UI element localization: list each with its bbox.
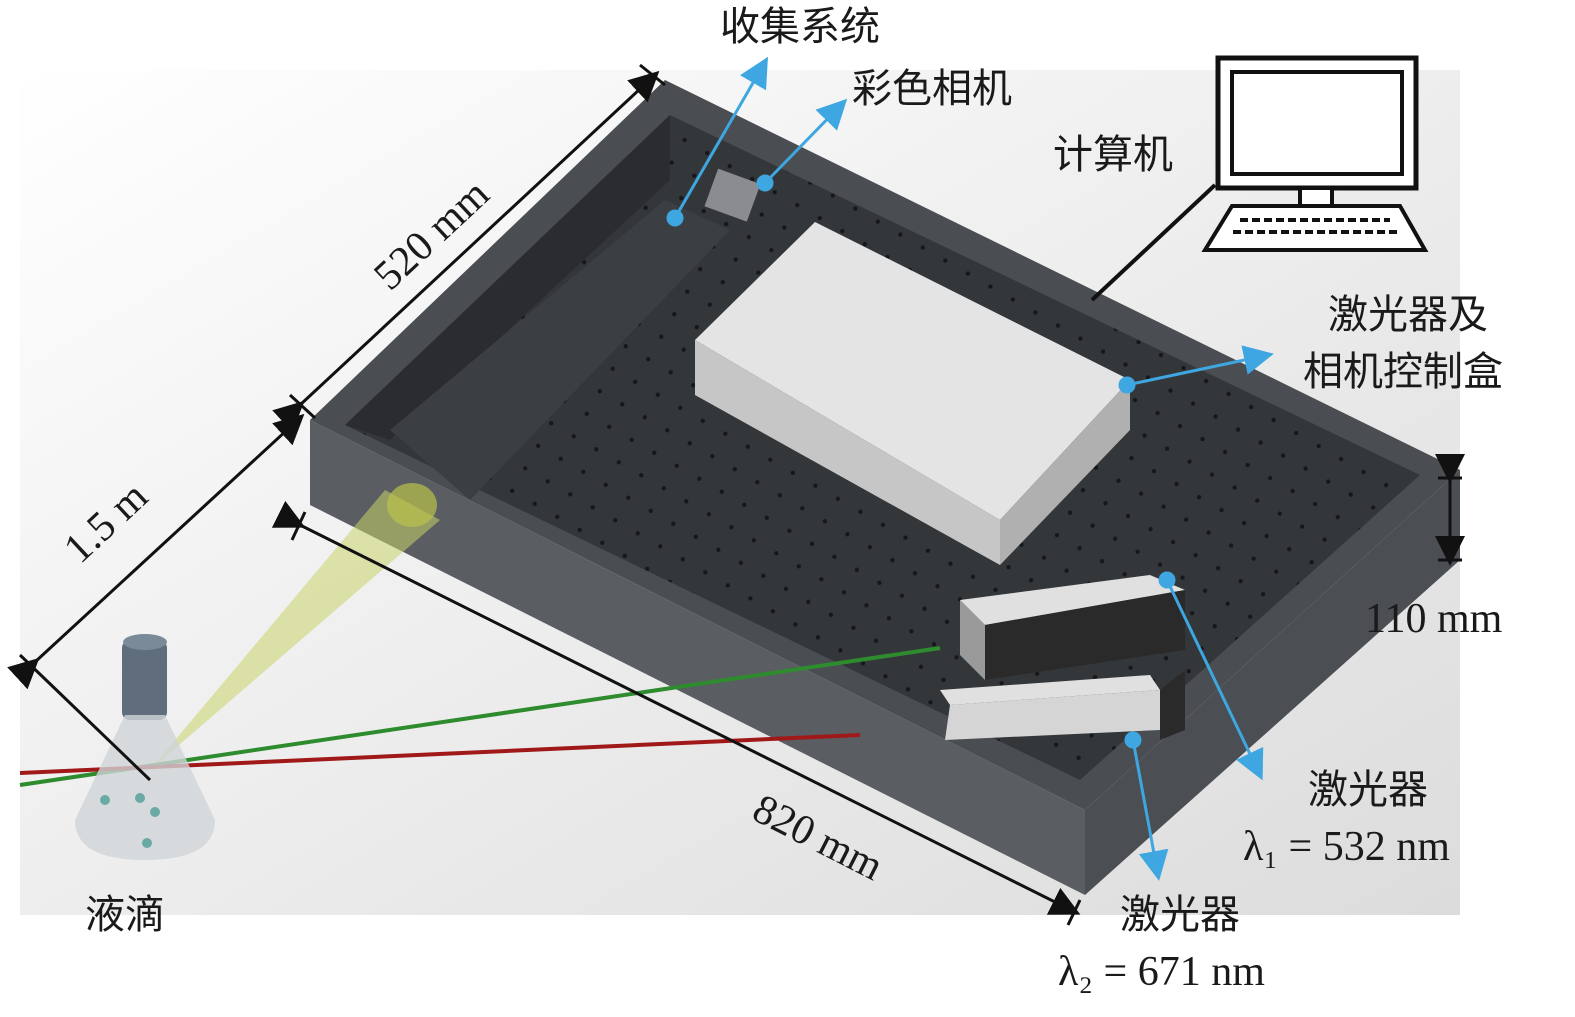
- computer-icon: [1201, 55, 1429, 252]
- height-dimension-label: 110 mm: [1365, 596, 1503, 642]
- computer-cable: [1090, 183, 1217, 302]
- color-camera-label: 彩色相机: [852, 66, 1012, 112]
- laser2-wavelength: λ₂ = 671 nm: [1058, 949, 1265, 995]
- computer-label: 计算机: [1053, 132, 1173, 178]
- collection-system-label: 收集系统: [720, 4, 880, 50]
- laser1-wavelength: λ₁ = 532 nm: [1243, 824, 1450, 870]
- laser1-label: 激光器: [1308, 767, 1428, 813]
- control-box-top: [695, 222, 1130, 520]
- control-box-label-line1: 激光器及: [1328, 292, 1488, 338]
- color-camera: [704, 168, 761, 222]
- droplet-label: 液滴: [85, 892, 165, 938]
- annotation-arrows: [666, 56, 1274, 881]
- box-right-wall: [1085, 470, 1460, 895]
- collection-lens: [387, 483, 437, 527]
- control-box-label-line2: 相机控制盒: [1303, 349, 1503, 395]
- dimension-lines: [7, 63, 1465, 926]
- laser2-label: 激光器: [1120, 892, 1240, 938]
